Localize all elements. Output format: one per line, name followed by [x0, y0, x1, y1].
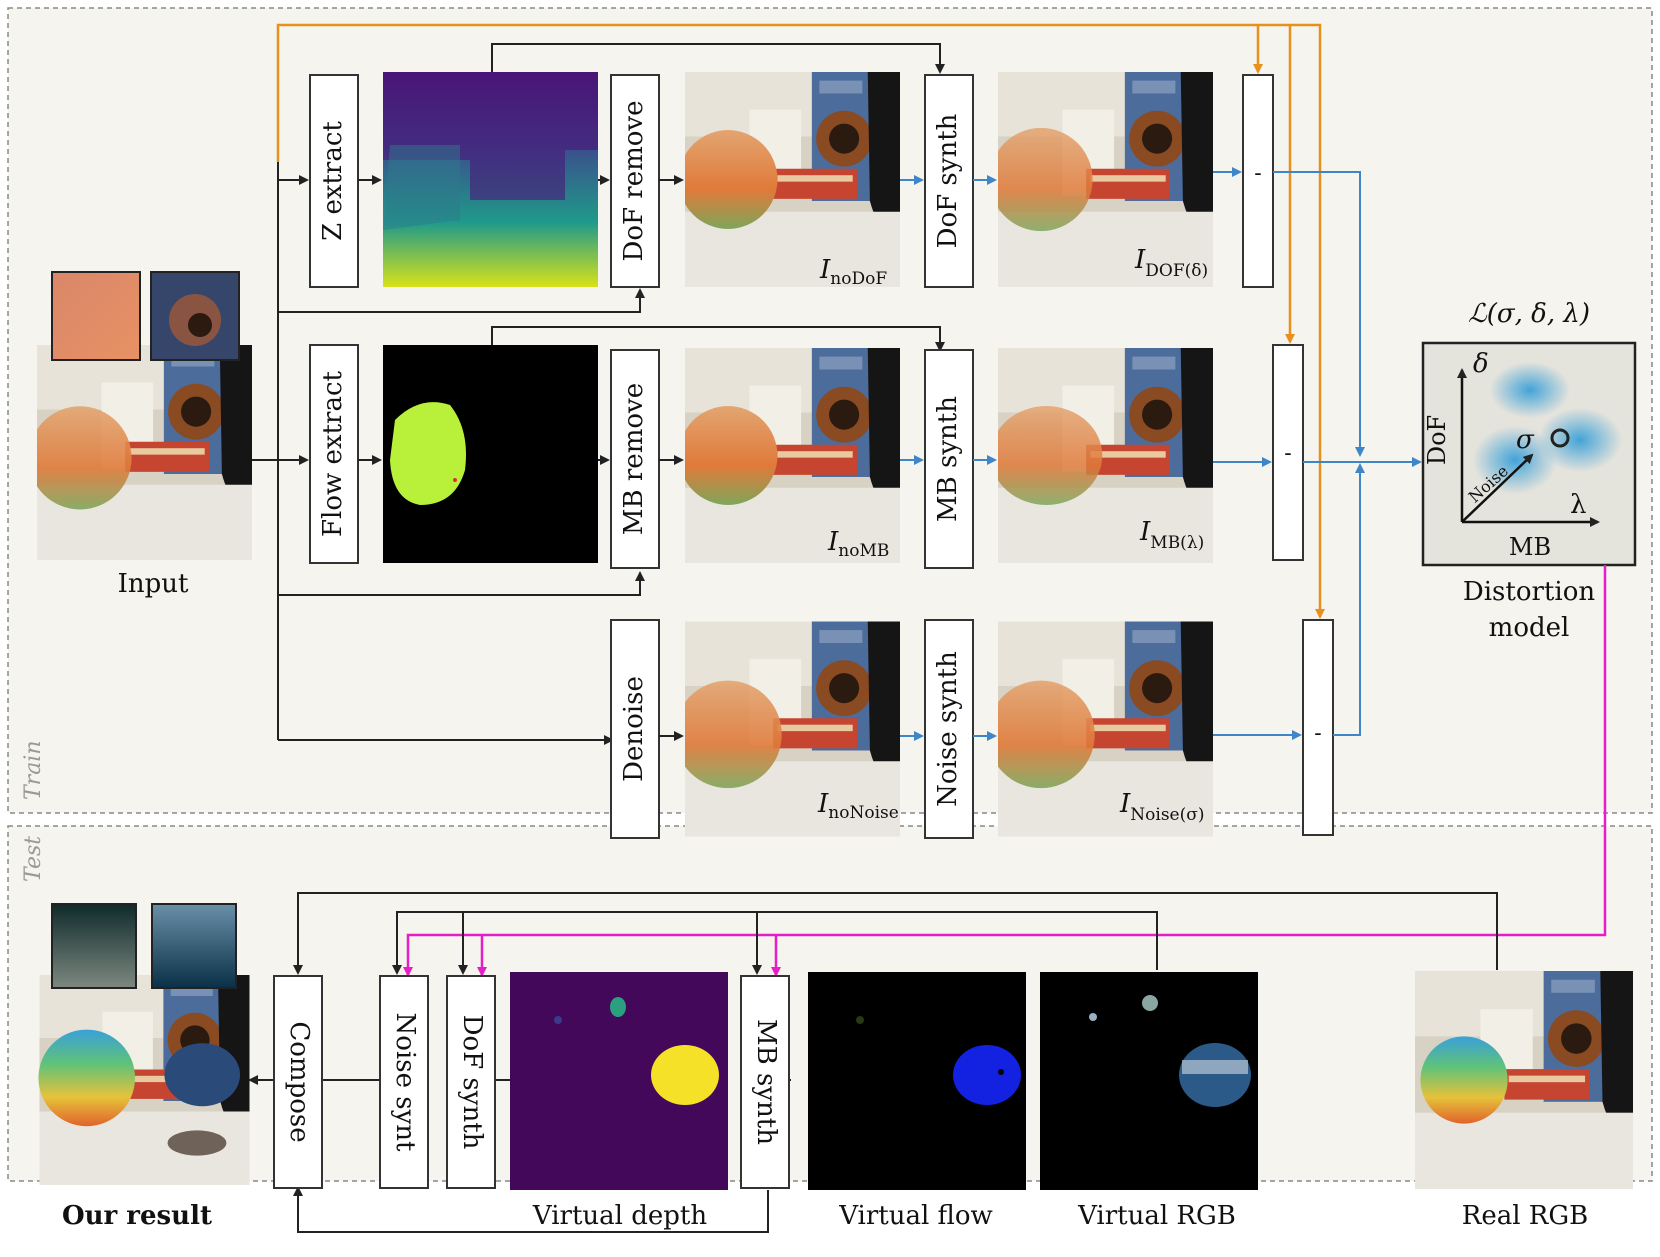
- nodof-label: InoDoF: [819, 255, 887, 289]
- mb-remove-label: MB remove: [619, 383, 649, 535]
- test-mb-synth-box: [740, 975, 790, 1189]
- dist-caption-1: Distortion: [1463, 577, 1595, 607]
- compose-box: [273, 975, 323, 1189]
- dist-axis-dof: DoF: [1423, 415, 1451, 465]
- nodof-image: [685, 72, 900, 287]
- virtual-depth-image: [510, 972, 728, 1190]
- test-dof-synth-box: [446, 975, 496, 1189]
- mb-synth-label: MB synth: [933, 396, 963, 522]
- train-label: Train: [21, 740, 46, 800]
- test-noise-synt-box: [379, 975, 429, 1189]
- distortion-model-box: [1421, 341, 1637, 567]
- dof-image: [998, 72, 1213, 287]
- nonoise-image: [685, 621, 900, 837]
- virtual-depth-caption: Virtual depth: [532, 1201, 707, 1231]
- dist-caption-2: model: [1489, 613, 1570, 643]
- dof-remove-box: [610, 74, 660, 288]
- noise-synth-box: [924, 619, 974, 839]
- orange-gt-lines: [276, 23, 1325, 619]
- dist-sym-delta: δ: [1473, 349, 1489, 379]
- dof-label: IDOF(δ): [1134, 245, 1208, 281]
- dof-synth-box: [924, 74, 974, 288]
- test-noise-synt-label: Noise synt: [390, 1013, 420, 1152]
- test-mb-synth-label: MB synth: [751, 1019, 781, 1145]
- compose-label: Compose: [284, 1021, 314, 1142]
- input-image: [37, 345, 252, 560]
- input-crop-noise: [51, 271, 141, 361]
- blue-loss-lines: [1273, 171, 1422, 736]
- diff-minus-mb: -: [1284, 441, 1291, 466]
- denoise-box: [610, 619, 660, 839]
- result-image: [38, 975, 250, 1185]
- z-extract-label: Z extract: [318, 121, 348, 241]
- result-crop-noise: [51, 903, 137, 989]
- nomb-label: InoMB: [827, 527, 889, 561]
- diff-minus-dof: -: [1254, 161, 1261, 186]
- nomb-image: [685, 348, 900, 563]
- virtual-flow-image: [808, 972, 1026, 1190]
- noise-image: [998, 621, 1213, 837]
- depth-map-image: [383, 72, 598, 287]
- input-caption: Input: [118, 569, 189, 599]
- denoise-label: Denoise: [619, 676, 649, 782]
- flow-extract-box: [309, 344, 359, 564]
- real-rgb-image: [1415, 971, 1633, 1189]
- virtual-flow-caption: Virtual flow: [838, 1201, 993, 1231]
- real-rgb-caption: Real RGB: [1462, 1201, 1589, 1231]
- dof-synth-label: DoF synth: [933, 113, 963, 248]
- nonoise-label: InoNoise: [817, 789, 899, 823]
- diff-minus-noise: -: [1314, 721, 1321, 746]
- diff-box-noise: [1302, 619, 1334, 836]
- result-caption: Our result: [62, 1201, 212, 1231]
- dist-axis-mb: MB: [1509, 533, 1551, 561]
- result-crop-blur: [151, 903, 237, 989]
- mb-remove-box: [610, 349, 660, 569]
- flow-map-image: [383, 345, 598, 563]
- diff-box-dof: [1242, 74, 1274, 288]
- test-label: Test: [21, 836, 46, 882]
- dof-remove-label: DoF remove: [619, 100, 649, 261]
- dist-sym-sigma: σ: [1516, 425, 1535, 455]
- loss-label: ℒ(σ, δ, λ): [1468, 299, 1590, 329]
- magenta-sample-lines: [403, 565, 1607, 977]
- flow-extract-label: Flow extract: [318, 370, 348, 537]
- virtual-rgb-caption: Virtual RGB: [1077, 1201, 1236, 1231]
- input-crop-blur: [150, 271, 240, 361]
- mb-image: [998, 348, 1213, 563]
- noise-label: INoise(σ): [1119, 789, 1204, 825]
- diff-box-mb: [1272, 344, 1304, 561]
- noise-synth-label: Noise synth: [933, 651, 963, 807]
- mb-synth-box: [924, 349, 974, 569]
- virtual-rgb-image: [1040, 972, 1258, 1190]
- mb-label: IMB(λ): [1139, 517, 1204, 553]
- dist-sym-lambda: λ: [1570, 490, 1586, 520]
- test-dof-synth-label: DoF synth: [457, 1015, 487, 1150]
